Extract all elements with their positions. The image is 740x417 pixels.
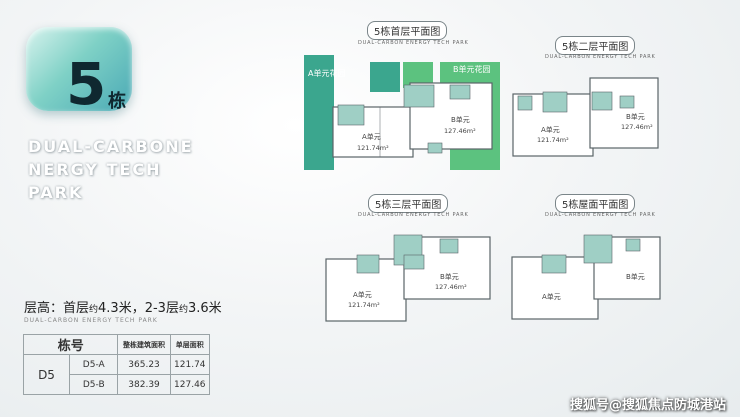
unit-b-label: B单元: [626, 112, 645, 121]
roof-plan-subtitle: DUAL-CARBON ENERGY TECH PARK: [545, 212, 656, 218]
unit-b-outline: [589, 77, 659, 149]
stair-a-icon: [337, 104, 365, 126]
stair-a-icon: [542, 91, 568, 113]
table-unit-cell: D5-A: [68, 354, 119, 375]
background-park-text: DUAL-CARBONE NERGY TECH PARK: [28, 135, 194, 204]
unit-b-label: B单元: [440, 272, 459, 281]
stair-b-icon: [583, 234, 613, 264]
second-floor-plan: A单元 121.74m² B单元 127.46m²: [512, 77, 659, 157]
unit-b-label: B单元: [626, 272, 645, 281]
area-table: 栋号 整栋建筑面积 单层面积 D5 D5-A 365.23 121.74 D5-…: [22, 334, 211, 395]
stair-b-icon: [591, 91, 613, 111]
background-text-line-3: PARK: [28, 183, 84, 202]
unit-a-area: 121.74m²: [348, 301, 380, 309]
stair-a-icon: [356, 254, 380, 274]
table-floor-cell: 127.46: [169, 374, 211, 395]
table-row: D5-B 382.39 127.46: [24, 374, 211, 395]
floor-height-prefix: 层高：首层: [24, 301, 90, 316]
building-unit: 栋: [108, 91, 126, 112]
unit-a-label: A单元: [362, 132, 381, 141]
table-row: D5 D5-A 365.23 121.74: [23, 354, 211, 395]
unit-a-label: A单元: [541, 125, 560, 134]
unit-b-label: B单元: [451, 115, 470, 124]
stair-b-icon: [403, 84, 435, 108]
roof-plan-title: 5栋屋面平面图: [555, 194, 636, 213]
second-floor-subtitle: DUAL-CARBON ENERGY TECH PARK: [545, 54, 656, 60]
unit-a-area: 121.74m²: [357, 144, 389, 152]
table-header-building: 栋号: [22, 334, 119, 355]
unit-a-area: 121.74m²: [537, 136, 569, 144]
unit-a-label: A单元: [353, 290, 372, 299]
wc-b-icon: [439, 238, 459, 254]
unit-b-area: 127.46m²: [444, 127, 476, 135]
table-floor-cell: 121.74: [169, 354, 211, 375]
watermark: 搜狐号@搜狐焦点防城港站: [569, 398, 726, 413]
third-floor-title: 5栋三层平面图: [368, 194, 449, 213]
floor-height-value-2: 3.6米: [187, 301, 222, 316]
unit-b-area: 127.46m²: [435, 283, 467, 291]
wc-b-icon: [619, 95, 635, 109]
building-badge: 5 栋: [26, 27, 132, 118]
sub-caption: DUAL-CARBON ENERGY TECH PARK: [24, 317, 158, 324]
unit-a-outline: [325, 258, 407, 322]
wc-b-icon: [625, 238, 641, 252]
table-header-total-area: 整栋建筑面积: [117, 334, 171, 355]
table-header-row: 栋号 整栋建筑面积 单层面积: [22, 334, 211, 355]
garden-b-area-2: [440, 62, 455, 88]
table-header-floor-area: 单层面积: [169, 334, 211, 355]
garden-a-patch: [370, 62, 400, 92]
table-unit-cell: D5-B: [68, 374, 119, 395]
roof-plan: A单元 B单元: [511, 234, 661, 320]
table-total-cell: 365.23: [117, 354, 171, 375]
table-building-cell: D5: [23, 354, 70, 395]
garden-a-area: [304, 55, 334, 170]
floor-height-approx-1: 约: [89, 305, 99, 315]
second-floor-title: 5栋二层平面图: [555, 36, 636, 55]
entry-icon: [427, 142, 443, 154]
garden-b-label: B单元花园: [453, 64, 491, 74]
unit-b-area: 127.46m²: [621, 123, 653, 131]
floor-height-value-1: 4.3米，2-3层: [98, 301, 179, 316]
background-text-line-1: DUAL-CARBONE: [28, 137, 194, 156]
lift-icon: [403, 254, 425, 270]
third-floor-subtitle: DUAL-CARBON ENERGY TECH PARK: [358, 212, 469, 218]
stair-a-icon: [541, 254, 567, 274]
first-floor-subtitle: DUAL-CARBON ENERGY TECH PARK: [358, 40, 469, 46]
floor-height-text: 层高：首层约4.3米，2-3层约3.6米: [24, 297, 222, 316]
first-floor-plan: A单元花园 B单元花园 A单元 121.74m² B单元 127.46m²: [304, 55, 500, 170]
floor-height-approx-2: 约: [178, 305, 188, 315]
wc-a-icon: [517, 95, 533, 111]
first-floor-title: 5栋首层平面图: [367, 21, 448, 40]
unit-a-label: A单元: [542, 292, 561, 301]
wc-b-icon: [449, 84, 471, 100]
background-text-line-2: NERGY TECH: [28, 160, 162, 179]
garden-a-label: A单元花园: [308, 68, 345, 78]
building-number: 5: [66, 50, 107, 118]
third-floor-plan: A单元 121.74m² B单元 127.46m²: [325, 234, 491, 322]
table-total-cell: 382.39: [117, 374, 171, 395]
